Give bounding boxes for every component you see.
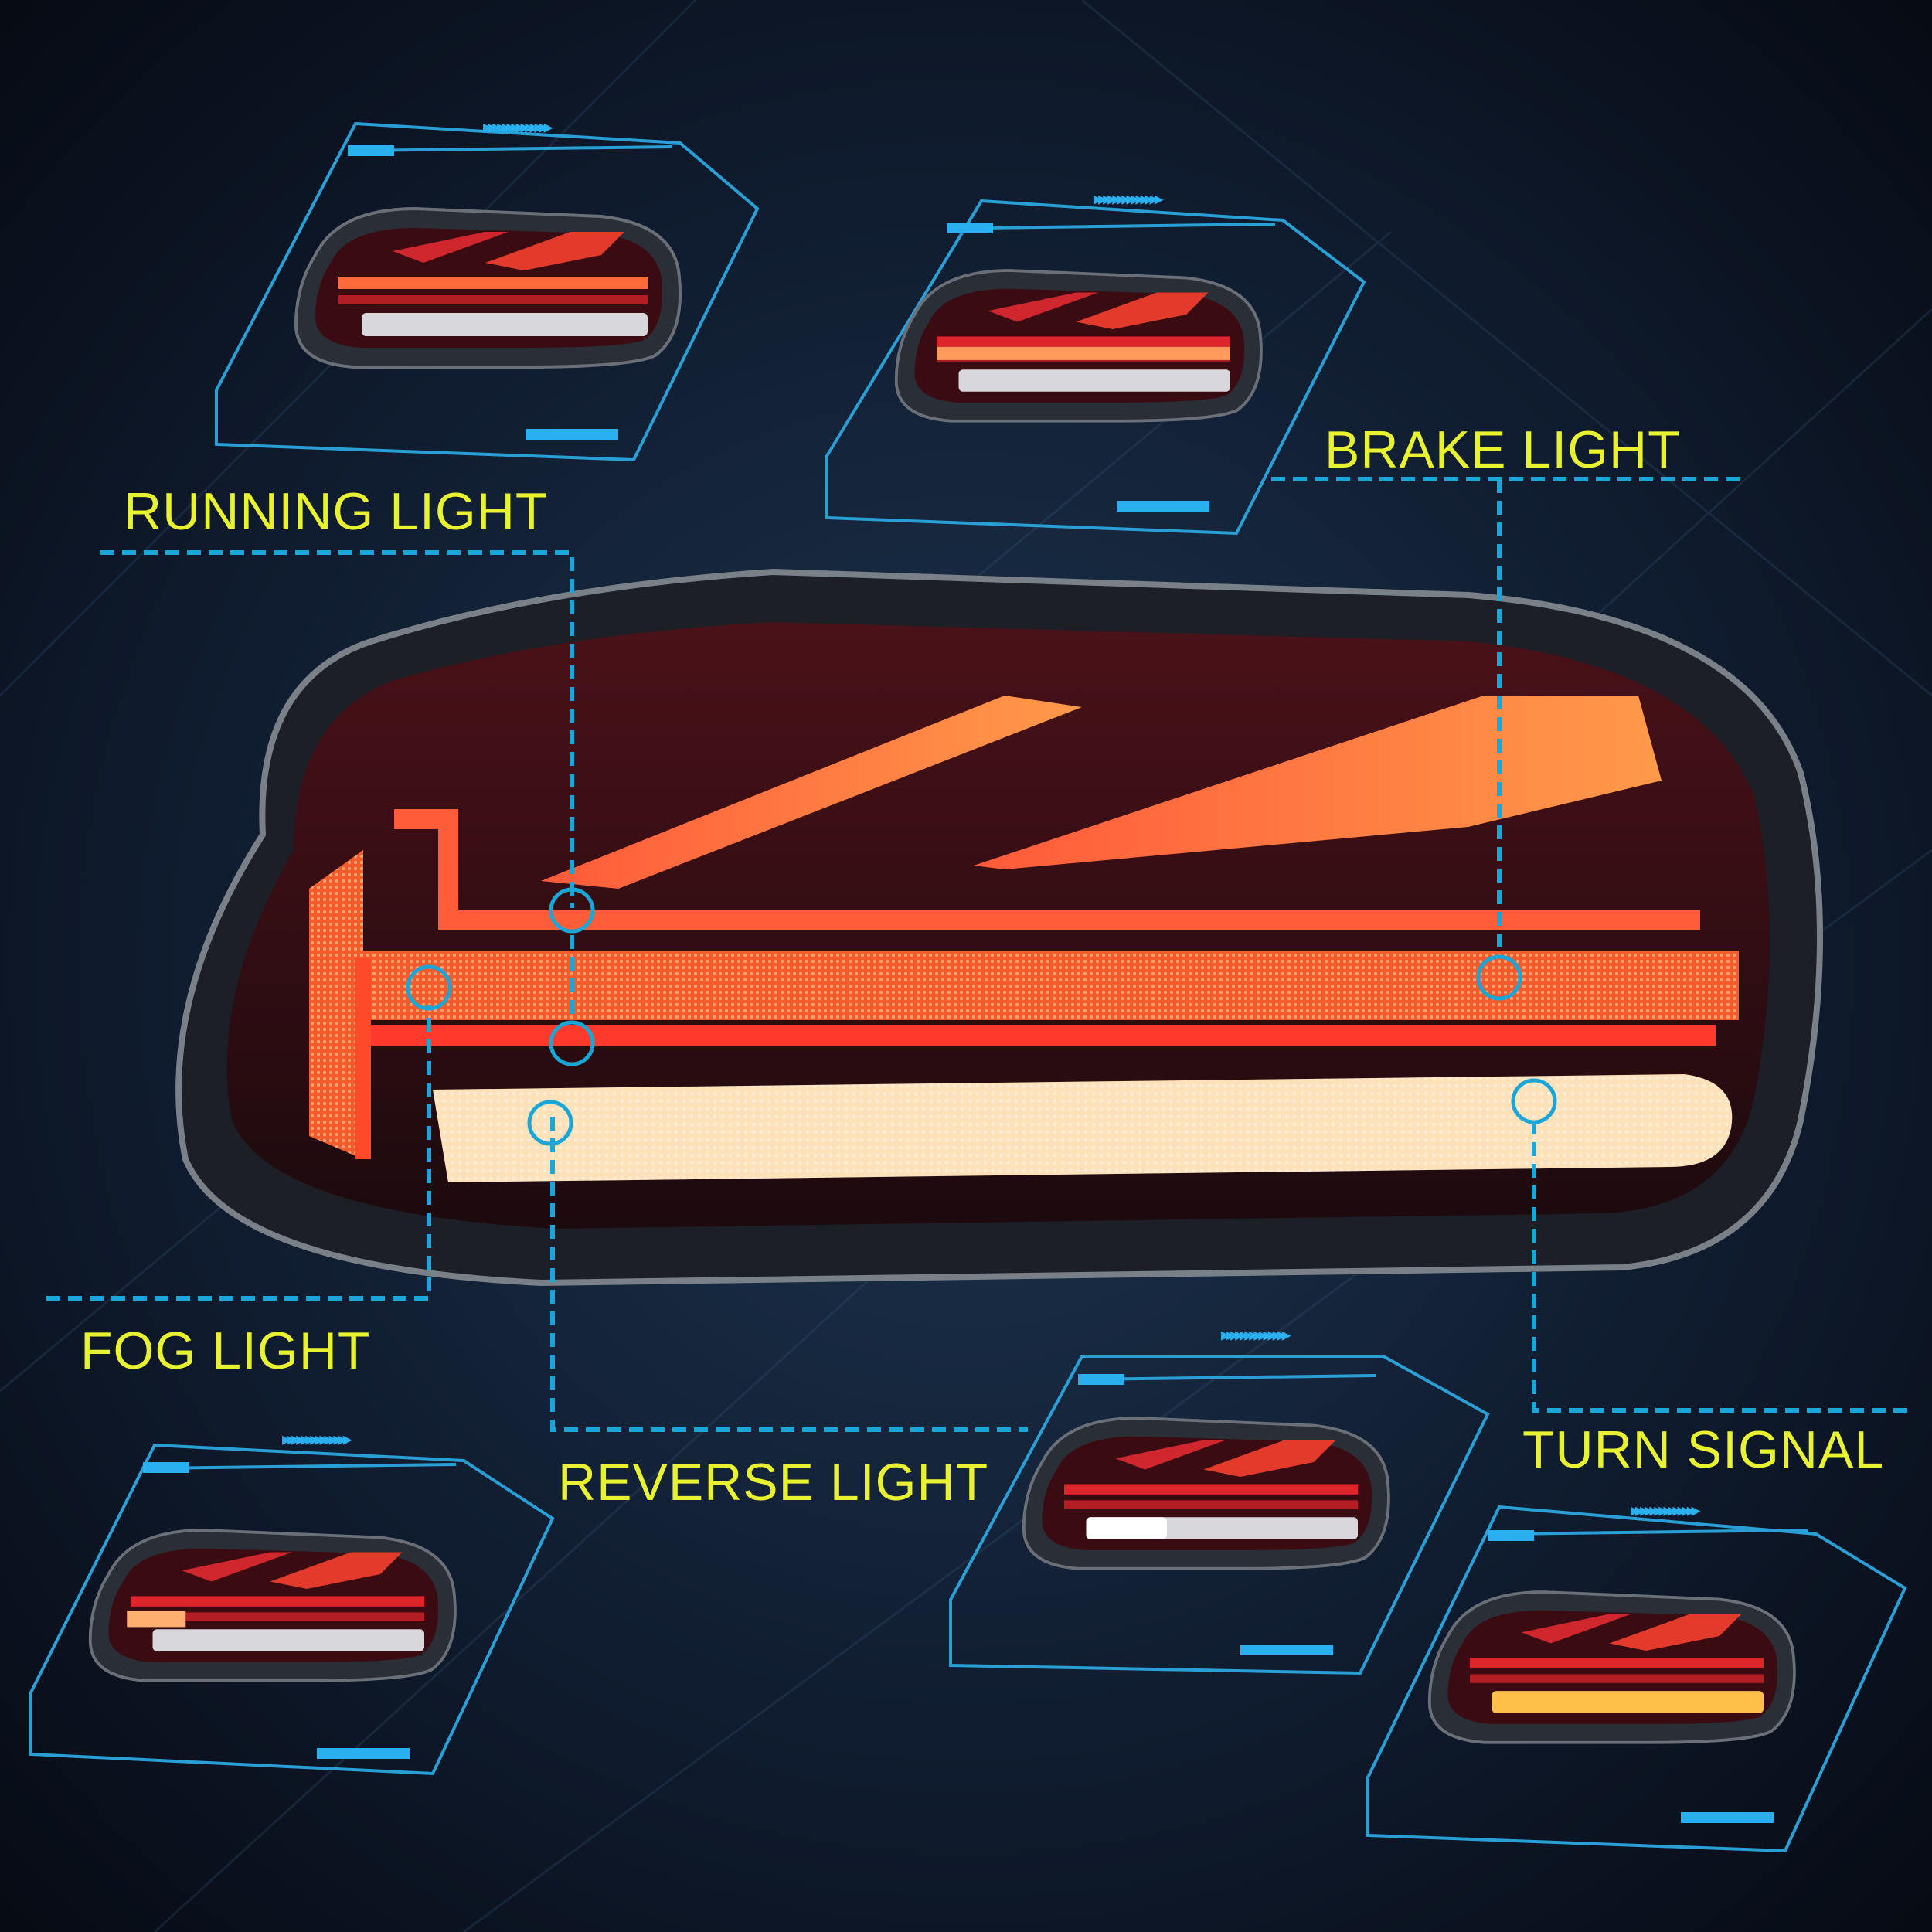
reverse-turn-bar: [433, 1074, 1733, 1182]
thumb-reverse: [1022, 1417, 1390, 1570]
thumb-running: [294, 207, 682, 369]
reverse-turn-glow: [433, 1074, 1733, 1182]
reverse-light-label: REVERSE LIGHT: [558, 1453, 989, 1512]
brake-bar: [355, 951, 1739, 1020]
callout-turn-line: [1532, 1121, 1913, 1413]
callout-lines: [46, 477, 1913, 1432]
thumb-fog: [88, 1529, 457, 1682]
panel-brake-frame: [825, 199, 1366, 536]
marker-fog: [406, 964, 452, 1011]
marker-brake: [1476, 954, 1522, 1001]
svg-text:▸▸▸▸▸▸▸▸▸▸▸▸▸▸: ▸▸▸▸▸▸▸▸▸▸▸▸▸▸: [282, 1428, 352, 1450]
running-light-label: RUNNING LIGHT: [124, 482, 549, 541]
fog-light-label: FOG LIGHT: [80, 1321, 371, 1380]
callout-reverse-line: [550, 1117, 1028, 1432]
svg-text:▸▸▸▸▸▸▸▸▸▸▸▸▸▸: ▸▸▸▸▸▸▸▸▸▸▸▸▸▸: [1631, 1499, 1701, 1521]
marker-reverse: [527, 1100, 573, 1146]
thumb-brake: [894, 269, 1263, 423]
chevron-large: [974, 696, 1662, 869]
panel-running-frame: [215, 121, 760, 462]
main-tail-light: [175, 568, 1823, 1287]
svg-text:▸▸▸▸▸▸▸▸▸▸▸▸▸▸: ▸▸▸▸▸▸▸▸▸▸▸▸▸▸: [1094, 188, 1164, 209]
marker-turn: [1511, 1078, 1557, 1124]
turn-signal-label: TURN SIGNAL: [1522, 1420, 1885, 1479]
running-led-tube-top: [394, 809, 1700, 930]
fog-section: [309, 850, 363, 1159]
marker-running-bottom: [549, 1020, 595, 1066]
panel-reverse-frame: [949, 1355, 1490, 1675]
panel-frames: [29, 121, 1907, 1853]
svg-text:▸▸▸▸▸▸▸▸▸▸▸▸▸▸: ▸▸▸▸▸▸▸▸▸▸▸▸▸▸: [1221, 1324, 1291, 1345]
callout-markers: [406, 887, 1557, 1146]
panel-fog-frame: [29, 1443, 555, 1776]
panel-arrow-strips: ▸▸▸▸▸▸▸▸▸▸▸▸▸▸ ▸▸▸▸▸▸▸▸▸▸▸▸▸▸ ▸▸▸▸▸▸▸▸▸▸…: [282, 116, 1706, 1521]
svg-text:▸▸▸▸▸▸▸▸▸▸▸▸▸▸: ▸▸▸▸▸▸▸▸▸▸▸▸▸▸: [483, 116, 553, 138]
callout-running-line: [100, 550, 574, 908]
chevron-small: [541, 696, 1082, 889]
marker-running-top: [549, 887, 595, 934]
brake-light-label: BRAKE LIGHT: [1325, 420, 1681, 479]
panel-turn-frame: [1366, 1505, 1907, 1853]
thumb-turn: [1427, 1590, 1796, 1744]
panel-accent-bars: [143, 145, 1774, 1823]
